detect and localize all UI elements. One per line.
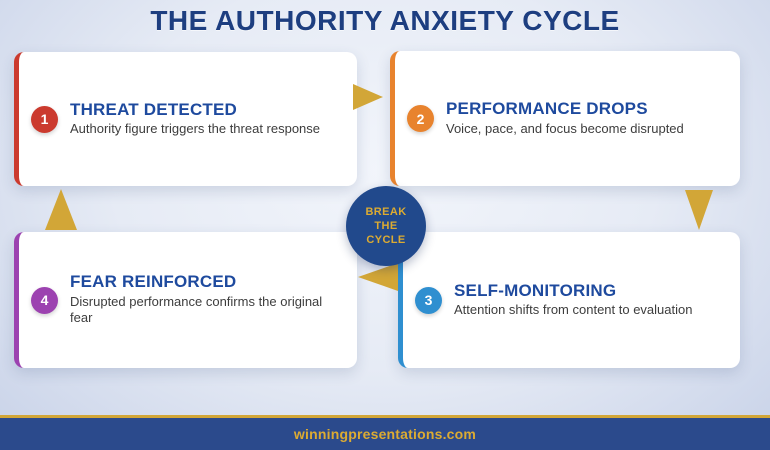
step-title: SELF-MONITORING <box>454 280 617 300</box>
step-description: Voice, pace, and focus become disrupted <box>446 120 684 136</box>
arrow-step1-to-step2-icon <box>353 84 383 110</box>
step-text-block: SELF-MONITORING Attention shifts from co… <box>454 280 693 319</box>
step-title: THREAT DETECTED <box>70 99 238 119</box>
step-card-threat-detected: 1 THREAT DETECTED Authority figure trigg… <box>14 52 357 186</box>
step-text-block: FEAR REINFORCED Disrupted performance co… <box>70 273 339 326</box>
step-title: FEAR REINFORCED <box>70 272 237 292</box>
step-card-fear-reinforced: 4 FEAR REINFORCED Disrupted performance … <box>14 232 357 368</box>
arrow-step3-to-step4-icon <box>358 263 398 291</box>
step-description: Authority figure triggers the threat res… <box>70 121 321 137</box>
page-title: THE AUTHORITY ANXIETY CYCLE <box>150 5 620 36</box>
step-number-badge: 2 <box>407 105 434 132</box>
arrow-step4-to-step1-icon <box>45 189 77 230</box>
arrow-step2-to-step3-icon <box>685 190 713 230</box>
step-title: PERFORMANCE DROPS <box>446 99 648 119</box>
step-text-block: PERFORMANCE DROPS Voice, pace, and focus… <box>446 99 684 137</box>
step-text-block: THREAT DETECTED Authority figure trigger… <box>70 99 321 138</box>
break-the-cycle-label: BREAK THE CYCLE <box>365 205 407 247</box>
break-the-cycle-circle: BREAK THE CYCLE <box>346 186 426 266</box>
step-card-self-monitoring: 3 SELF-MONITORING Attention shifts from … <box>398 232 740 368</box>
step-description: Attention shifts from content to evaluat… <box>454 302 693 318</box>
step-number-badge: 4 <box>31 286 58 314</box>
step-description: Disrupted performance confirms the origi… <box>70 294 323 326</box>
footer-bar: winningpresentations.com <box>0 415 770 450</box>
step-number-badge: 1 <box>31 105 58 133</box>
step-number-badge: 3 <box>415 286 442 314</box>
step-card-performance-drops: 2 PERFORMANCE DROPS Voice, pace, and foc… <box>390 51 740 186</box>
footer-website-text: winningpresentations.com <box>293 426 477 442</box>
